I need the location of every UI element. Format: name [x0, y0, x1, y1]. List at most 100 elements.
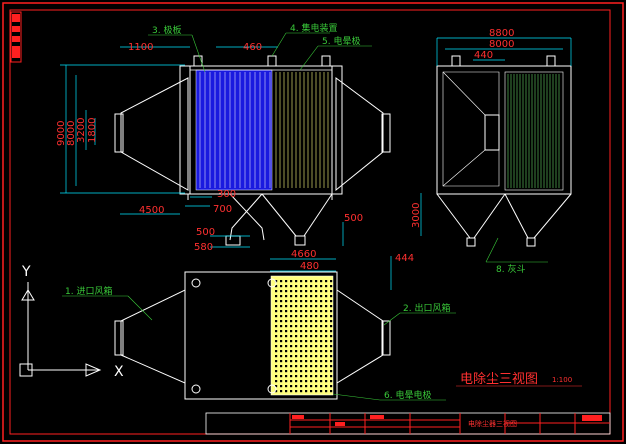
- plan-dot: [310, 300, 313, 303]
- hopper-2-outlet: [294, 235, 306, 246]
- plan-dot: [300, 315, 303, 318]
- plan-dot: [295, 305, 298, 308]
- plan-dot: [285, 385, 288, 388]
- plan-dot: [275, 380, 278, 383]
- plan-dot: [325, 385, 328, 388]
- label-hopper: 8. 灰斗: [496, 263, 525, 275]
- plan-dot: [285, 390, 288, 393]
- plan-dot: [290, 280, 293, 283]
- plan-dot: [295, 365, 298, 368]
- plan-dot: [330, 345, 333, 348]
- plan-dot: [315, 295, 318, 298]
- plan-dot: [305, 355, 308, 358]
- plan-dot: [320, 370, 323, 373]
- plan-dot: [295, 315, 298, 318]
- plan-dot: [300, 360, 303, 363]
- plan-dot: [280, 360, 283, 363]
- plan-dot: [315, 315, 318, 318]
- ucs-icon: X Y: [19, 264, 124, 380]
- plan-dot: [330, 280, 333, 283]
- plan-dot: [330, 335, 333, 338]
- plan-dot: [310, 385, 313, 388]
- plate-lines: [199, 72, 271, 188]
- plan-dot: [305, 380, 308, 383]
- plan-dot: [275, 390, 278, 393]
- plan-dot: [290, 390, 293, 393]
- dim-8000-side: 8000: [489, 39, 514, 50]
- plan-dot: [315, 330, 318, 333]
- plan-dot: [295, 370, 298, 373]
- plan-dot: [325, 380, 328, 383]
- plan-dot: [310, 320, 313, 323]
- plan-dot: [325, 290, 328, 293]
- casing-body: [189, 65, 333, 195]
- axis-y-label: Y: [21, 264, 31, 280]
- title-block-name: 电除尘器三视图: [468, 419, 517, 428]
- plan-dot: [290, 380, 293, 383]
- plan-dot: [300, 365, 303, 368]
- outlet-frame: [331, 65, 343, 195]
- plan-dot: [280, 325, 283, 328]
- plan-dot: [320, 300, 323, 303]
- plan-dot: [320, 315, 323, 318]
- plan-dot: [285, 280, 288, 283]
- plan-dot: [315, 365, 318, 368]
- plan-dot: [305, 305, 308, 308]
- plan-dot: [280, 345, 283, 348]
- plan-dot: [295, 385, 298, 388]
- plan-dot: [275, 335, 278, 338]
- plan-dot: [275, 320, 278, 323]
- label-outlet: 2. 出口风箱: [403, 302, 450, 314]
- plan-dot: [285, 315, 288, 318]
- plan-dot: [280, 355, 283, 358]
- plan-dot: [310, 375, 313, 378]
- rapper-mid: [267, 55, 277, 67]
- plan-dot: [315, 335, 318, 338]
- plan-dot: [305, 330, 308, 333]
- plan-dot: [275, 310, 278, 313]
- plan-dot: [285, 320, 288, 323]
- plan-dot: [295, 360, 298, 363]
- plan-dot: [315, 390, 318, 393]
- plan-dot: [300, 295, 303, 298]
- plan-dot: [310, 295, 313, 298]
- plan-dot: [300, 340, 303, 343]
- plan-dot: [285, 300, 288, 303]
- plan-dot: [310, 310, 313, 313]
- plan-dot: [295, 295, 298, 298]
- plan-dot: [275, 340, 278, 343]
- plan-dot: [290, 335, 293, 338]
- plan-dot: [300, 320, 303, 323]
- plan-dot: [300, 375, 303, 378]
- plan-dot: [285, 340, 288, 343]
- plan-dot: [295, 350, 298, 353]
- dim-480: 480: [300, 261, 319, 272]
- front-view: 1100 460 9000 8000 3200 1800 300 700 450…: [56, 22, 391, 253]
- plan-dot: [300, 305, 303, 308]
- plan-dot: [275, 385, 278, 388]
- dim-3000: 3000: [411, 203, 422, 228]
- plan-dot: [320, 280, 323, 283]
- plan-dot: [280, 385, 283, 388]
- plan-dot: [315, 350, 318, 353]
- plan-dot: [285, 370, 288, 373]
- plan-dot: [315, 370, 318, 373]
- plan-dot: [320, 310, 323, 313]
- inlet-flange: [114, 113, 124, 153]
- plan-dot: [290, 385, 293, 388]
- plan-dot: [295, 390, 298, 393]
- plan-dot: [320, 335, 323, 338]
- dim-9000: 9000: [56, 121, 67, 146]
- plan-dot: [300, 350, 303, 353]
- dim-460: 460: [243, 42, 262, 53]
- side-casing: [436, 65, 572, 195]
- plan-dot: [330, 285, 333, 288]
- plan-dot: [315, 300, 318, 303]
- plan-dot: [275, 355, 278, 358]
- plan-dot: [285, 335, 288, 338]
- plan-dot: [300, 390, 303, 393]
- plan-dot: [295, 335, 298, 338]
- plan-dot: [275, 295, 278, 298]
